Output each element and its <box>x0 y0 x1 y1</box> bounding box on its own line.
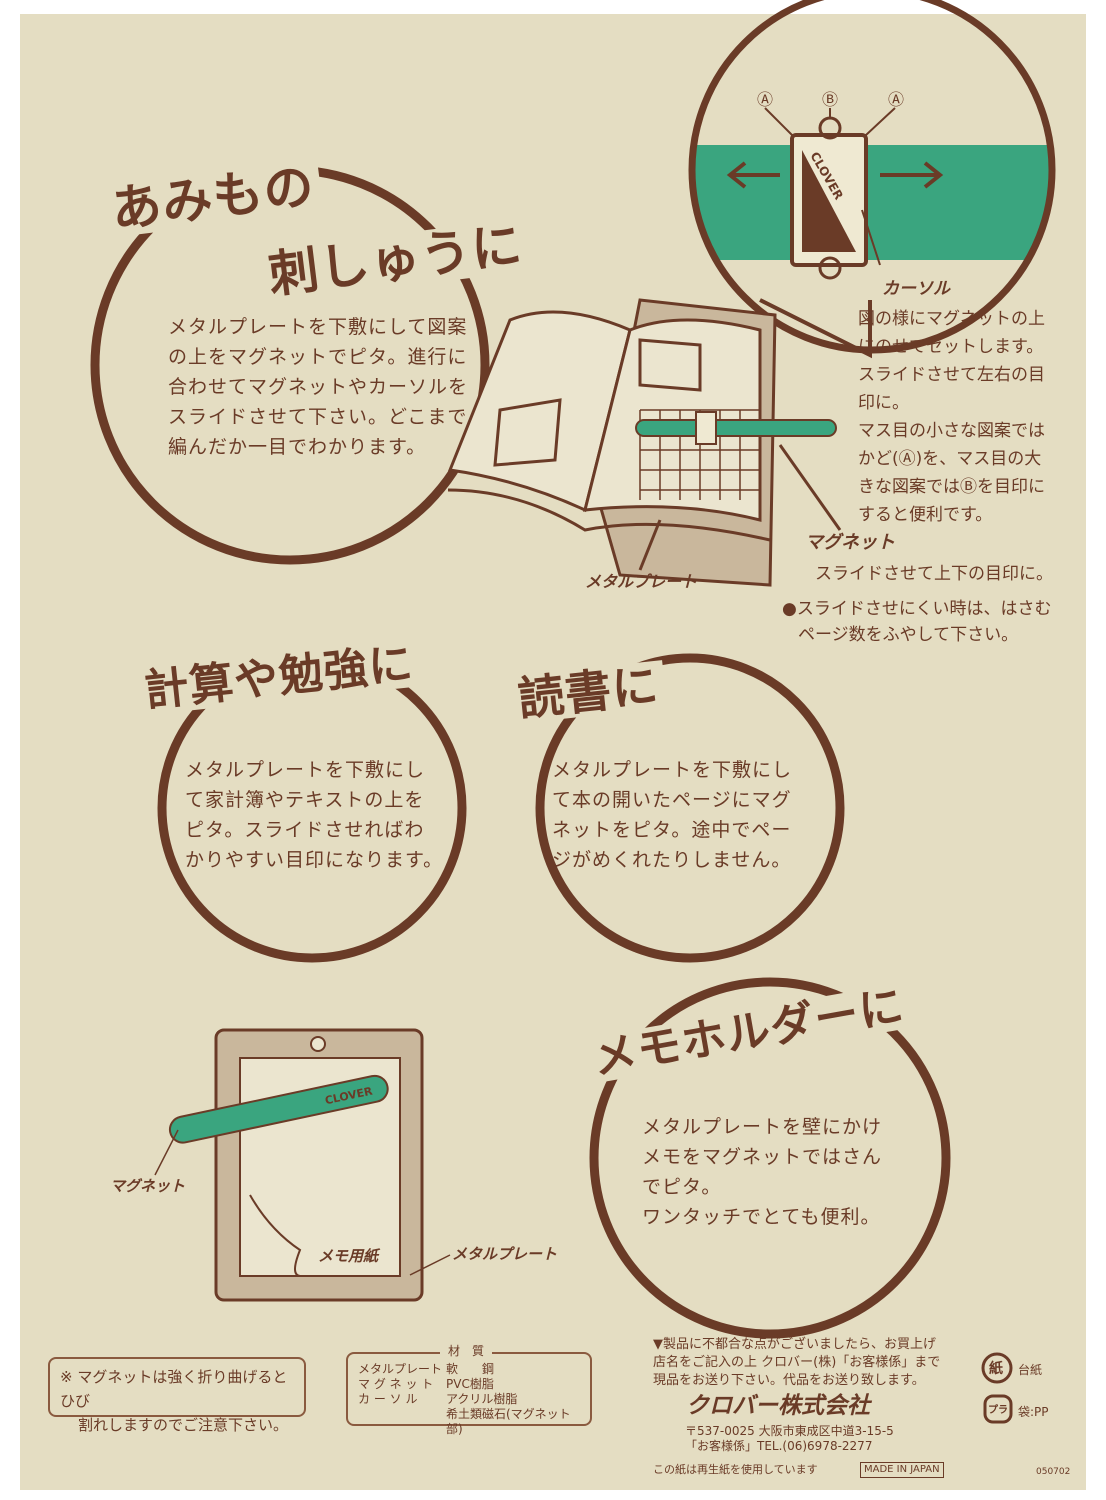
memo-description: メタルプレートを壁にかけ メモをマグネットではさん でピタ。 ワンタッチでとても… <box>642 1116 883 1228</box>
memo-paper-label: メモ用紙 <box>318 1247 379 1265</box>
memo-circle <box>589 977 951 1339</box>
reading-circle <box>535 653 845 963</box>
plastic-recycle-icon: プラ <box>988 1405 1008 1416</box>
cursor-zoom-illustration: CLOVER <box>688 0 1056 359</box>
slide-tip: ●スライドさせにくい時は、はさむ ページ数をふやして下さい。 <box>782 599 1052 645</box>
memo-plate-label: メタルプレート <box>452 1245 558 1263</box>
book-illustration <box>447 298 842 587</box>
memo-magnet-label: マグネット <box>110 1177 186 1195</box>
cursor-description: 図の様にマグネットの上 にのせてセットします。 スライドさせて左右の目 印に。 … <box>858 309 1045 525</box>
magnet-description: スライドさせて上下の目印に。 <box>815 564 1053 584</box>
company-contact: 〒537-0025 大阪市東成区中道3-15-5 「お客様係」TEL.(06)6… <box>685 1424 894 1453</box>
product-code: 050702 <box>1036 1467 1071 1477</box>
cursor-label: カーソル <box>882 279 950 299</box>
plastic-recycle-label: 袋:PP <box>1018 1405 1049 1419</box>
study-description: メタルプレートを下敷にし て家計簿やテキストの上を ピタ。スライドさせればわ か… <box>185 759 444 871</box>
recycled-paper-note: この紙は再生紙を使用しています <box>653 1463 818 1476</box>
knitting-description: メタルプレートを下敷にして図案 の上をマグネットでピタ。進行に 合わせてマグネッ… <box>168 316 469 458</box>
magnet-label: マグネット <box>805 532 895 553</box>
reading-description: メタルプレートを下敷にし て本の開いたページにマグ ネットをピタ。途中でペー ジ… <box>552 759 793 871</box>
memo-plate-illustration: CLOVER <box>154 1028 451 1302</box>
paper-recycle-icon: 紙 <box>989 1361 1003 1377</box>
caution-box: ※ マグネットは強く折り曲げるとひび 割れしますのでご注意下さい。 <box>48 1357 306 1434</box>
return-notice: ▼製品に不都合な点がございましたら、お買上げ 店名をご記入の上 クロバー(株)「… <box>653 1337 941 1388</box>
materials-heading: 材 質 <box>440 1344 493 1359</box>
made-in-japan: MADE IN JAPAN <box>860 1462 944 1478</box>
marker-b: Ⓑ <box>822 90 839 109</box>
plate-label: メタルプレート <box>585 572 698 591</box>
paper-recycle-label: 台紙 <box>1018 1363 1043 1377</box>
marker-a-right: Ⓐ <box>888 90 905 109</box>
company-name: クロバー株式会社 <box>686 1393 870 1419</box>
marker-a-left: Ⓐ <box>757 90 774 109</box>
